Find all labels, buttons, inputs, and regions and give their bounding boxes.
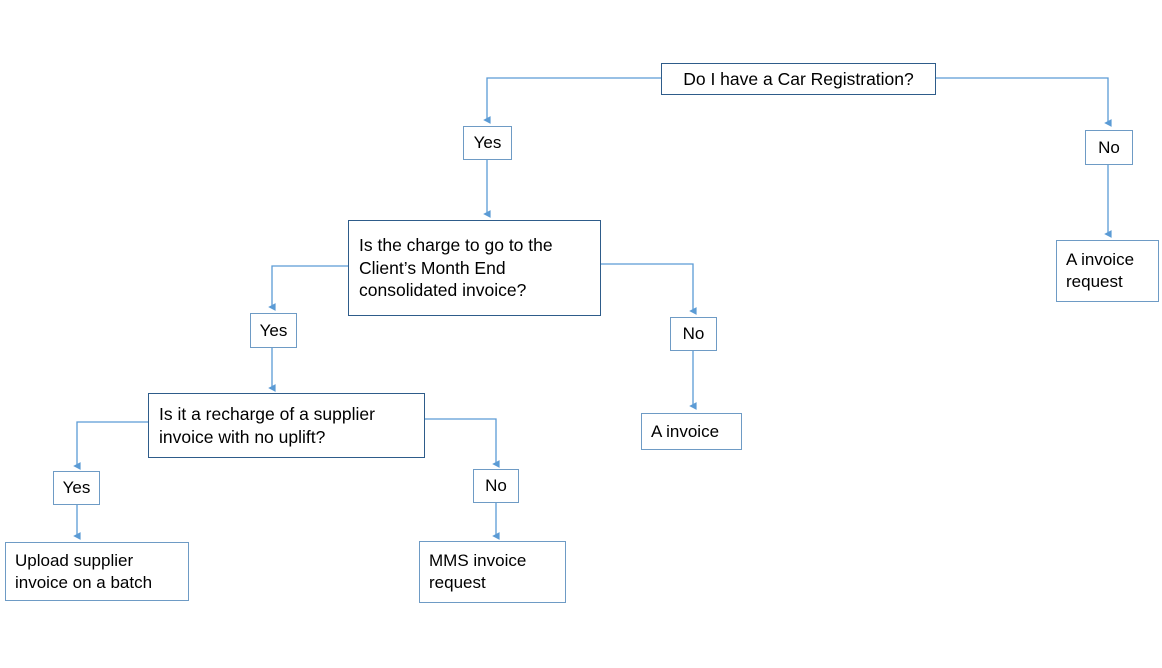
label-no-month-end[interactable]: No — [670, 317, 717, 351]
terminal-upload-supplier-invoice[interactable]: Upload supplier invoice on a batch — [5, 542, 189, 601]
terminal-a-invoice-request[interactable]: A invoice request — [1056, 240, 1159, 302]
connector-month-end-to-yes — [268, 265, 348, 311]
terminal-a-invoice[interactable]: A invoice — [641, 413, 742, 450]
label-yes-recharge-text: Yes — [62, 478, 91, 498]
label-yes-recharge[interactable]: Yes — [53, 471, 100, 505]
terminal-mms-invoice-request[interactable]: MMS invoice request — [419, 541, 566, 603]
label-yes-car-registration[interactable]: Yes — [463, 126, 512, 160]
label-no-recharge-text: No — [485, 476, 507, 496]
question-month-end-consolidated[interactable]: Is the charge to go to the Client’s Mont… — [348, 220, 601, 316]
connector-car-reg-to-yes — [483, 77, 661, 124]
connector-recharge-to-yes — [73, 421, 148, 470]
question-car-registration-label: Do I have a Car Registration? — [683, 68, 914, 89]
label-no-month-end-text: No — [682, 324, 705, 344]
label-no-car-registration-text: No — [1098, 137, 1120, 157]
label-yes-month-end[interactable]: Yes — [250, 313, 297, 348]
connector-month-end-to-no — [600, 263, 697, 315]
label-yes-car-registration-text: Yes — [473, 133, 502, 153]
terminal-upload-supplier-invoice-text: Upload supplier invoice on a batch — [15, 550, 153, 592]
label-no-car-registration[interactable]: No — [1085, 130, 1133, 165]
label-no-recharge[interactable]: No — [473, 469, 519, 503]
terminal-a-invoice-request-text: A invoice request — [1066, 250, 1135, 291]
connector-recharge-to-no — [424, 418, 500, 468]
question-car-registration[interactable]: Do I have a Car Registration? — [661, 63, 936, 95]
terminal-mms-invoice-request-text: MMS invoice request — [429, 551, 527, 592]
label-yes-month-end-text: Yes — [259, 320, 288, 340]
question-recharge-supplier-invoice-label: Is it a recharge of a supplier invoice w… — [159, 404, 375, 447]
terminal-a-invoice-text: A invoice — [651, 421, 720, 441]
connector-car-reg-to-no — [936, 77, 1112, 127]
question-recharge-supplier-invoice[interactable]: Is it a recharge of a supplier invoice w… — [148, 393, 425, 458]
question-month-end-consolidated-label: Is the charge to go to the Client’s Mont… — [359, 235, 553, 301]
